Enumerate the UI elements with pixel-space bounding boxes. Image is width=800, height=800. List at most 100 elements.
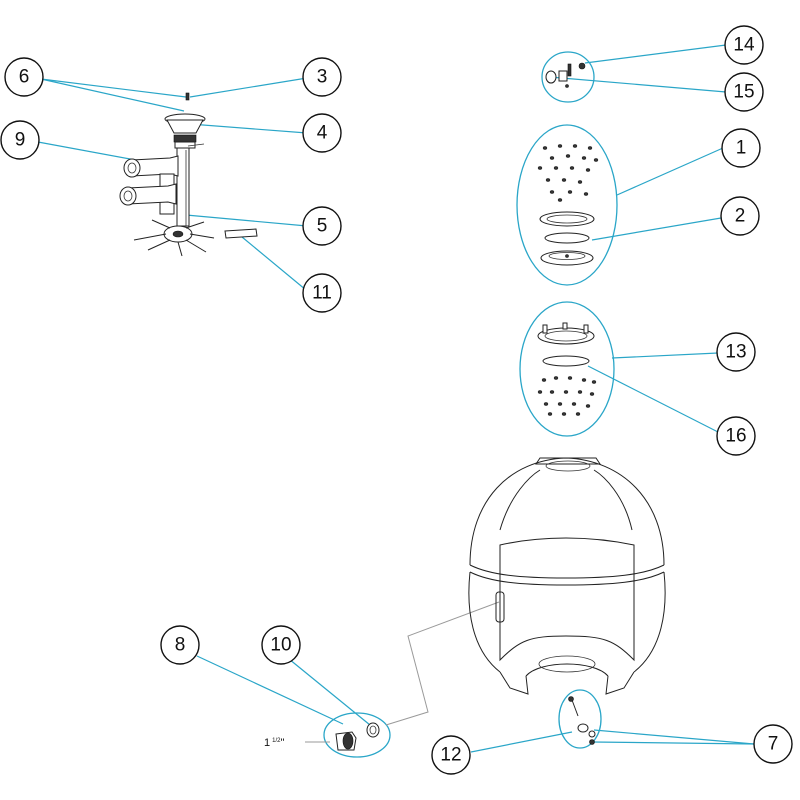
callout-15: 15	[724, 72, 764, 112]
callout-13-label: 13	[725, 342, 746, 363]
tank-dome-outer	[469, 457, 665, 566]
leader-14	[584, 44, 727, 64]
collar-bolt	[553, 376, 559, 380]
callout-12: 12	[431, 735, 471, 775]
callout-13: 13	[716, 332, 756, 372]
collar-bolt	[575, 412, 581, 416]
tank-body-right	[633, 571, 666, 673]
lid-o-ring-part-2	[544, 232, 590, 244]
lid-bolt	[553, 166, 559, 170]
callout-11: 11	[302, 273, 342, 313]
tank-top-opening-ring	[545, 460, 591, 472]
upper-side-pipe-end-inner	[127, 162, 137, 174]
drain-plug-part-12	[577, 723, 589, 733]
lid-bolt	[569, 166, 575, 170]
callout-10-label: 10	[270, 635, 291, 656]
drain-fittings	[568, 696, 596, 745]
pressure-gauge-part-15	[545, 70, 557, 84]
lid-assembly	[537, 144, 599, 202]
group-oval-drain-fittings	[558, 689, 602, 749]
lid-bolt	[587, 146, 593, 150]
collar-bolt	[543, 402, 549, 406]
lid-bolt	[585, 168, 591, 172]
tank-foot-right	[605, 671, 635, 695]
group-oval-lid-assembly	[516, 124, 618, 286]
leader-16	[587, 365, 719, 433]
drain-screw	[571, 699, 579, 717]
tank-foot-left	[499, 671, 529, 695]
tank-dome-inner-left	[499, 469, 541, 531]
lid-bolt	[561, 178, 567, 182]
group-oval-collar-assembly	[519, 301, 615, 437]
leader-7b	[592, 741, 755, 745]
air-release-part-14	[578, 62, 586, 70]
lid-bolt	[567, 190, 573, 194]
lid-rings	[539, 211, 595, 266]
upper-side-pipe-end	[123, 158, 141, 178]
side-fitting-connection-line	[385, 601, 500, 726]
drain-screw-head	[568, 696, 574, 702]
lateral-arm	[177, 241, 183, 257]
lid-bolt	[577, 180, 583, 184]
pin-part-3	[185, 92, 190, 101]
collar-bolt	[589, 392, 595, 396]
collar-lower	[174, 141, 196, 149]
callout-2: 2	[720, 196, 760, 236]
filter-tank	[468, 457, 666, 695]
center-pipe-part-5	[176, 147, 190, 227]
callout-16-label: 16	[725, 426, 746, 447]
tank-top-opening	[535, 457, 601, 465]
leader-6a	[40, 78, 187, 98]
callout-14-label: 14	[733, 35, 755, 56]
gauge-adapter	[558, 70, 568, 82]
callout-12-label: 12	[440, 745, 461, 766]
leader-8	[196, 655, 344, 725]
gasket-part-10	[366, 722, 380, 738]
threaded-collar	[173, 134, 197, 143]
callout-16: 16	[716, 416, 756, 456]
callout-5-label: 5	[317, 216, 328, 237]
callout-7-label: 7	[768, 734, 779, 755]
callouts: 1 2 3 4 5 6 7 8	[0, 25, 793, 775]
group-oval-top-fittings	[541, 51, 595, 103]
leader-6b	[40, 78, 185, 112]
lid-bolt	[545, 178, 551, 182]
tank-base-outlet	[538, 655, 596, 673]
tank-base-arch	[525, 663, 609, 677]
top-fittings	[545, 62, 586, 88]
spare-lateral-part-11	[224, 228, 258, 239]
leader-10	[288, 658, 371, 726]
leader-1	[616, 147, 724, 196]
collar-bolts	[537, 376, 597, 416]
callout-5: 5	[302, 206, 342, 246]
callout-10: 10	[261, 625, 301, 665]
union-fitting-thread	[342, 732, 354, 750]
collar-bolt	[557, 402, 563, 406]
lid-cover	[540, 250, 594, 266]
collar-bolt	[537, 390, 543, 394]
collar-tab	[583, 324, 589, 334]
lid-cover-center	[565, 254, 569, 258]
lateral-arm	[189, 233, 215, 239]
leader-13	[611, 352, 719, 359]
drain-washer	[589, 739, 595, 745]
collar-bolt	[577, 390, 583, 394]
lid-bolt	[557, 144, 563, 148]
collar-bolt	[585, 404, 591, 408]
lid-clamp-ring-inner	[546, 214, 588, 224]
lateral-arm	[185, 221, 205, 229]
tank-body-left	[468, 571, 501, 673]
callout-2-label: 2	[735, 206, 746, 227]
lateral-arm	[151, 219, 171, 229]
callout-3-label: 3	[317, 67, 328, 88]
collar-tab	[562, 322, 568, 330]
callout-9-label: 9	[15, 130, 26, 151]
callout-8-label: 8	[175, 635, 186, 656]
collar-o-ring-part-16	[542, 355, 590, 367]
callout-15-label: 15	[733, 82, 754, 103]
lid-bolt	[542, 146, 548, 150]
callout-4: 4	[302, 113, 342, 153]
collar-assembly	[537, 322, 595, 367]
callout-1: 1	[721, 128, 761, 168]
